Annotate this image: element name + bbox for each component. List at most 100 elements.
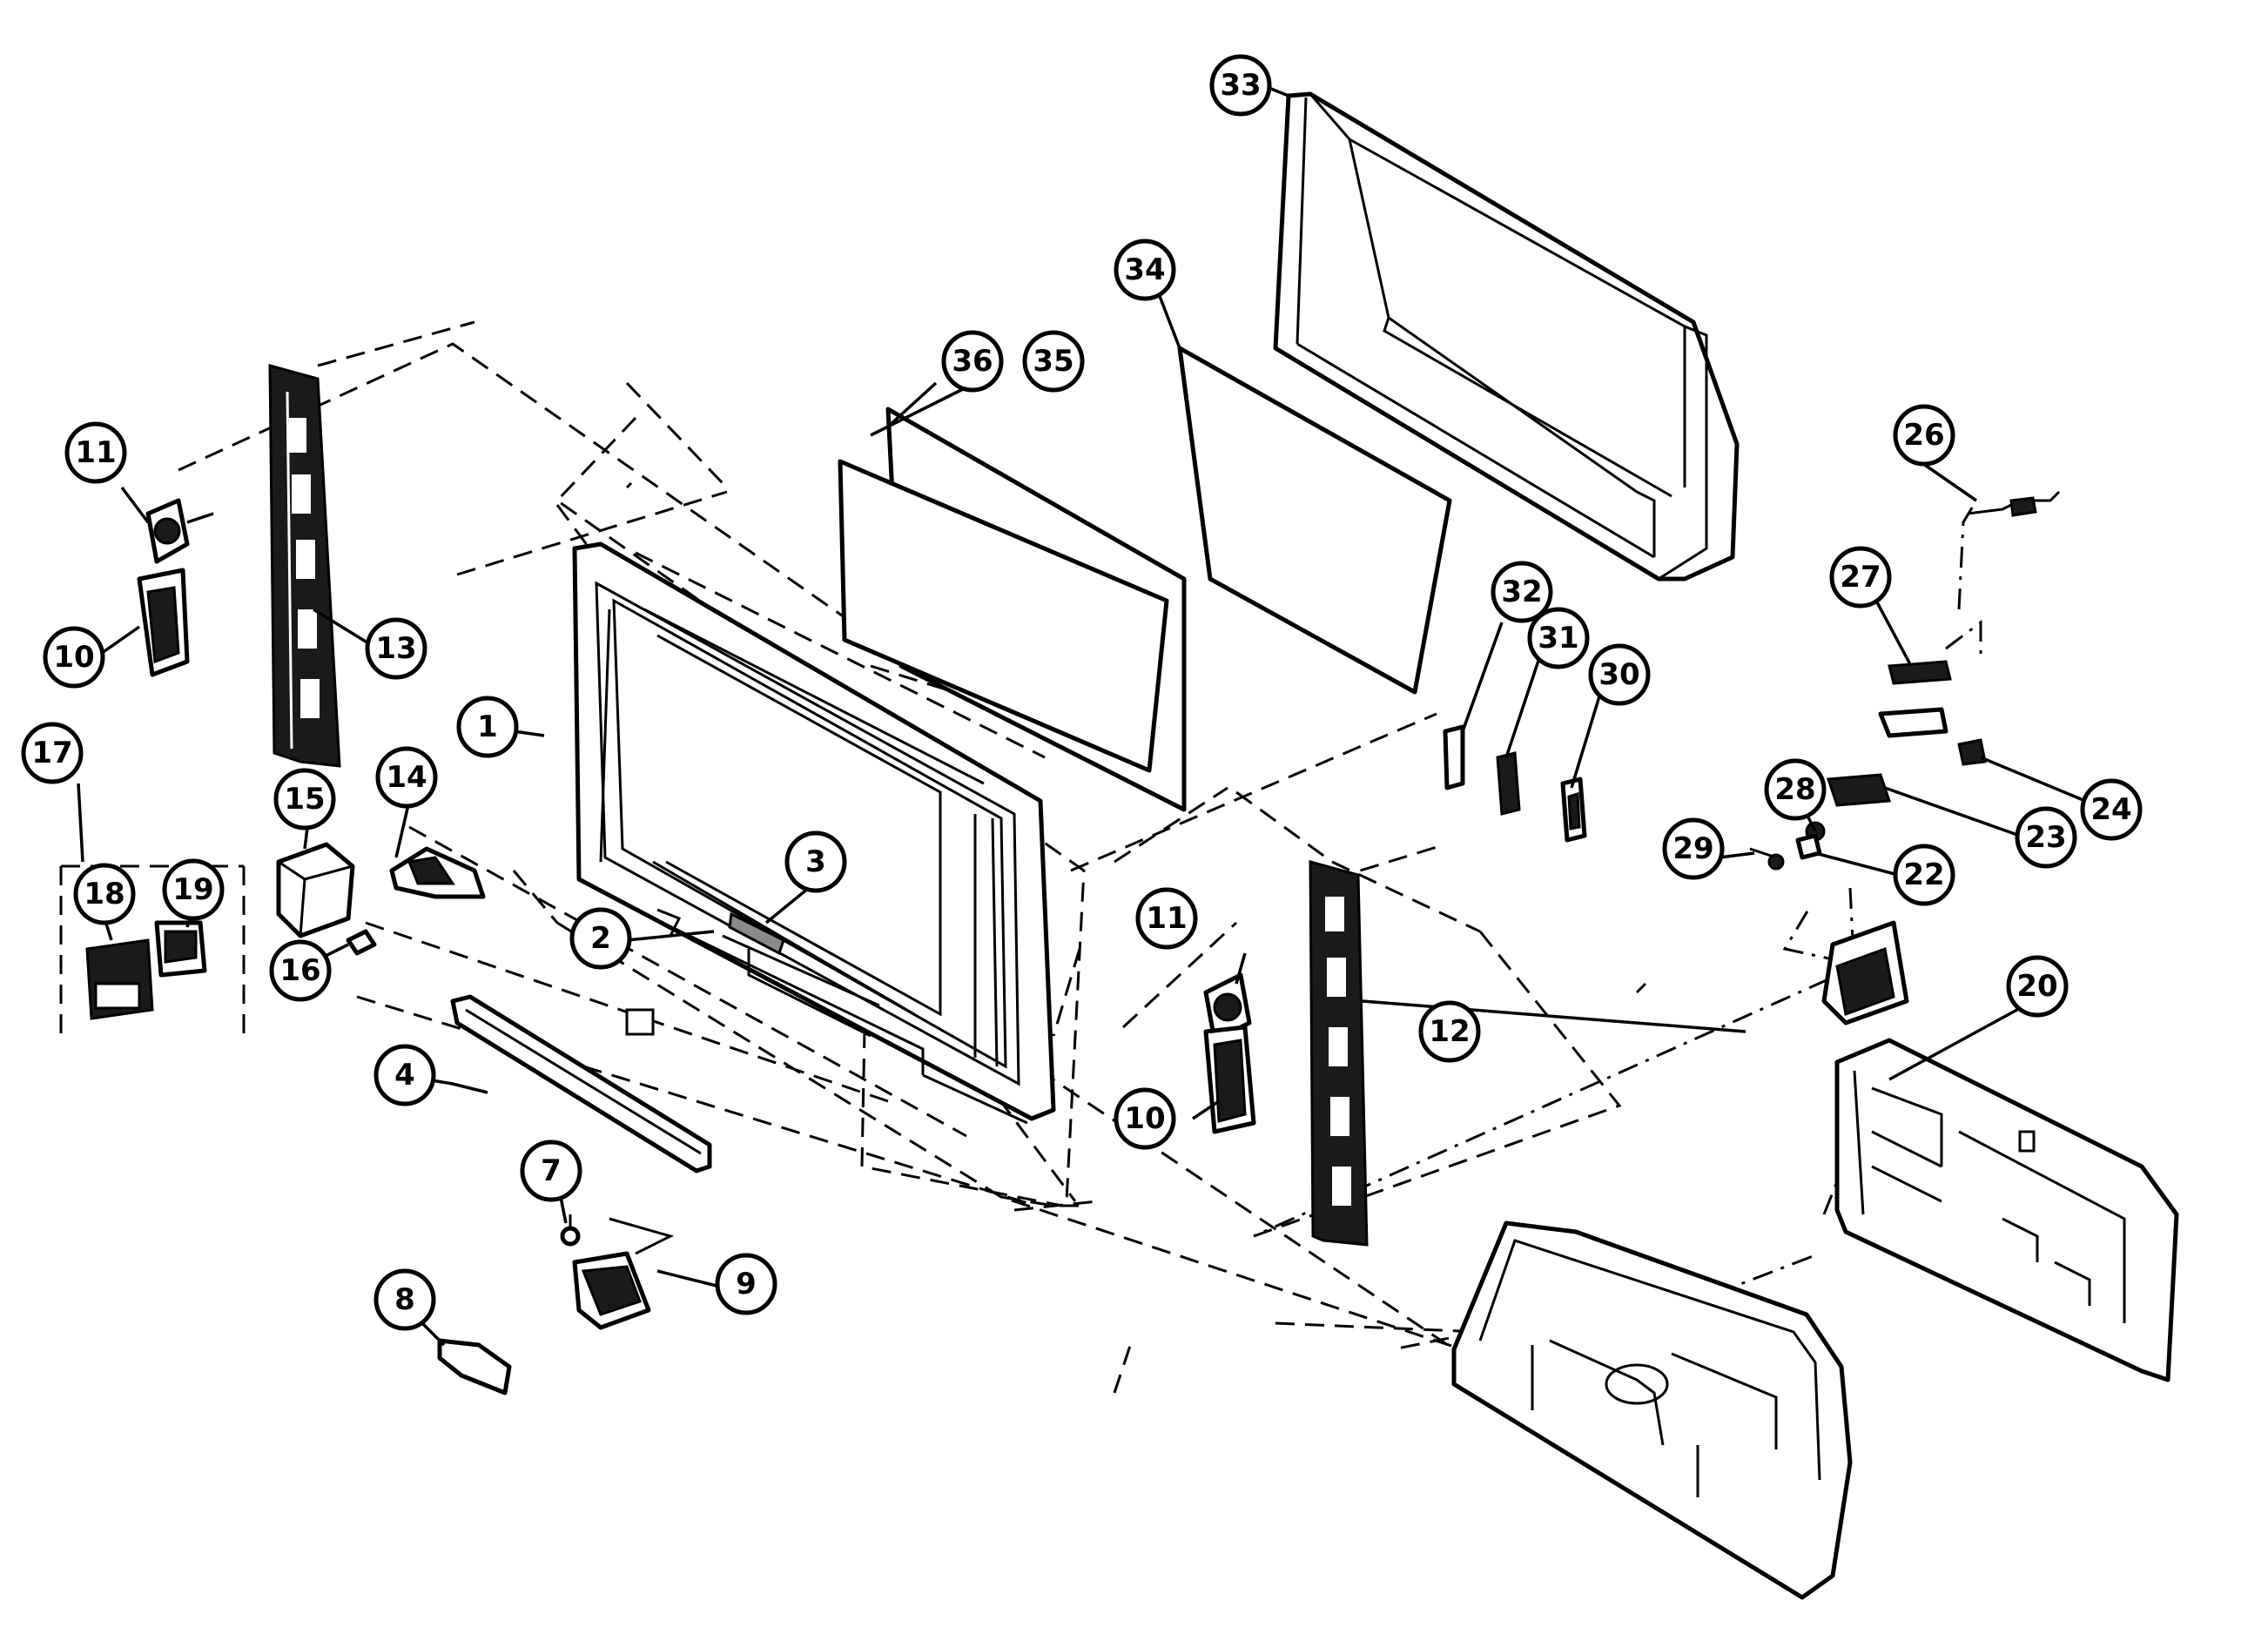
- part-18-module: [85, 938, 154, 1020]
- callout-19: 19: [162, 858, 225, 921]
- svg-text:10: 10: [1124, 1101, 1165, 1136]
- svg-text:16: 16: [279, 953, 320, 988]
- part-29-pin: [1749, 847, 1785, 871]
- part-23-button-holder: [1826, 773, 1892, 807]
- part-20-rear-board: [1834, 1038, 2179, 1382]
- callout-1: 1: [456, 696, 519, 758]
- callout-2: 2: [569, 907, 632, 970]
- part-34-mirror: [1177, 346, 1452, 695]
- part-14-bracket: [389, 846, 486, 899]
- svg-text:3: 3: [805, 844, 826, 879]
- callout-12: 12: [1418, 1000, 1481, 1063]
- svg-text:35: 35: [1033, 344, 1073, 379]
- part-12-right-speaker-bracket: [1309, 860, 1369, 1247]
- callout-13: 13: [365, 617, 427, 680]
- callout-28: 28: [1764, 758, 1827, 821]
- callout-15: 15: [273, 768, 336, 830]
- svg-text:28: 28: [1774, 772, 1815, 807]
- part-24-button: [1957, 738, 1987, 766]
- part-15-power-block: [276, 842, 355, 938]
- svg-text:30: 30: [1598, 657, 1639, 692]
- part-10-right-speaker-box: [1203, 1025, 1256, 1134]
- svg-text:34: 34: [1124, 252, 1165, 287]
- svg-text:18: 18: [84, 877, 125, 911]
- callout-36: 36: [941, 330, 1004, 393]
- part-11-right-speaker: [1203, 972, 1252, 1043]
- callout-4: 4: [374, 1044, 436, 1106]
- callout-29: 29: [1662, 817, 1725, 880]
- svg-text:11: 11: [75, 435, 116, 470]
- svg-text:4: 4: [394, 1058, 415, 1093]
- callout-7: 7: [520, 1140, 582, 1202]
- part-7-screw: [560, 1214, 581, 1247]
- svg-text:7: 7: [541, 1153, 562, 1188]
- callout-24: 24: [2080, 778, 2143, 841]
- callout-27: 27: [1829, 546, 1892, 609]
- callout-16: 16: [269, 939, 332, 1002]
- callout-34: 34: [1114, 239, 1176, 301]
- part-32-pad: [1443, 724, 1465, 790]
- callout-3: 3: [784, 830, 847, 893]
- svg-text:24: 24: [2090, 792, 2131, 827]
- svg-text:8: 8: [394, 1282, 415, 1317]
- svg-text:10: 10: [53, 640, 94, 675]
- callouts: 33 34 36 35 32 31 30 26 27 24 23 22 28 2…: [21, 54, 2143, 1331]
- callout-26: 26: [1893, 404, 1955, 467]
- callout-30: 30: [1588, 643, 1651, 706]
- part-26-spring: [1967, 490, 2061, 517]
- svg-text:15: 15: [284, 782, 325, 817]
- leader-lines: [77, 85, 2086, 1347]
- callout-32: 32: [1491, 561, 1553, 623]
- part-31-holder: [1496, 751, 1521, 816]
- svg-text:31: 31: [1538, 621, 1578, 656]
- svg-text:11: 11: [1146, 901, 1187, 936]
- cabinet-base: [1451, 1220, 1853, 1600]
- callout-10-right: 10: [1114, 1087, 1176, 1150]
- svg-text:36: 36: [952, 344, 993, 379]
- part-3-control-panel: [722, 911, 880, 1038]
- svg-text:23: 23: [2025, 820, 2066, 855]
- svg-text:26: 26: [1903, 418, 1944, 453]
- svg-text:27: 27: [1840, 560, 1881, 595]
- callout-11-left: 11: [64, 421, 127, 484]
- part-16-clip: [346, 929, 377, 956]
- svg-text:13: 13: [375, 631, 416, 666]
- callout-18: 18: [73, 863, 136, 925]
- part-33-cabinet-hood: [1273, 91, 1740, 582]
- part-11-left-speaker: [145, 498, 214, 564]
- part-8-plate: [437, 1338, 512, 1395]
- svg-text:12: 12: [1429, 1014, 1470, 1049]
- part-30-latch: [1560, 777, 1587, 843]
- part-13-left-speaker-bracket: [268, 364, 341, 768]
- svg-text:9: 9: [736, 1267, 757, 1301]
- part-9-bracket: [572, 1217, 675, 1330]
- callout-33: 33: [1209, 54, 1272, 117]
- svg-text:22: 22: [1903, 857, 1944, 892]
- svg-text:1: 1: [477, 709, 498, 744]
- callout-9: 9: [715, 1253, 777, 1315]
- callout-31: 31: [1527, 607, 1590, 669]
- part-27-slider: [1878, 660, 1952, 738]
- callout-14: 14: [375, 746, 438, 809]
- svg-text:33: 33: [1220, 68, 1261, 103]
- callout-22: 22: [1893, 844, 1955, 906]
- part-10-left-speaker-box: [137, 568, 190, 677]
- callout-8: 8: [374, 1268, 436, 1331]
- svg-text:17: 17: [31, 736, 72, 770]
- svg-text:29: 29: [1672, 831, 1713, 866]
- svg-text:32: 32: [1501, 575, 1542, 609]
- part-35-screen-panel: [838, 459, 1169, 773]
- part-19-bracket: [154, 920, 207, 978]
- callout-20: 20: [2006, 955, 2069, 1018]
- part-4-rail: [450, 994, 712, 1173]
- svg-text:19: 19: [172, 872, 213, 907]
- callout-11-right: 11: [1135, 887, 1198, 950]
- callout-23: 23: [2015, 806, 2077, 869]
- part-21-housing: [1821, 920, 1909, 1025]
- svg-text:20: 20: [2016, 969, 2057, 1004]
- callout-35: 35: [1022, 330, 1085, 393]
- callout-17: 17: [21, 722, 84, 784]
- svg-text:2: 2: [590, 921, 611, 956]
- callout-10-left: 10: [43, 626, 105, 689]
